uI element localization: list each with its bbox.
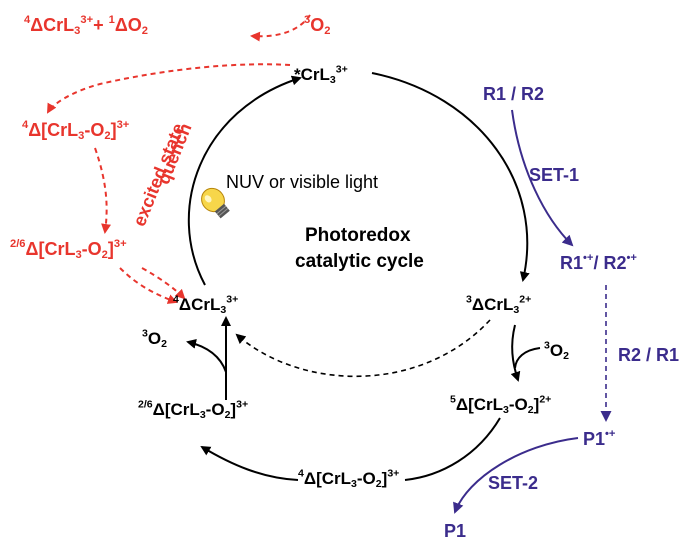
species-d4-adduct-bottom: 4Δ[CrL3-O2]3+ bbox=[298, 467, 400, 490]
species-p1: P1 bbox=[444, 521, 467, 541]
arrow-d5-to-d4-bottom bbox=[404, 417, 501, 481]
species-d26-adduct-left: 2/6Δ[CrL3-O2]3+ bbox=[138, 398, 249, 421]
arrow-excited-to-quench bbox=[47, 63, 291, 114]
species-d3-cr: 3ΔCrL32+ bbox=[466, 293, 532, 316]
arrow-d4-bottom-to-d26 bbox=[200, 445, 299, 481]
quench-o2-top: 3O2 bbox=[304, 13, 331, 38]
arrow-o2-to-singlet bbox=[250, 14, 311, 42]
arrow-d3-to-d5 bbox=[510, 324, 521, 382]
species-radicals: R1•+/ R2•+ bbox=[560, 251, 637, 273]
species-o2-left: 3O2 bbox=[142, 327, 167, 350]
quench-top-product: 4ΔCrL33++ 1ΔO2 bbox=[24, 13, 149, 38]
arrow-d26red-to-d4cr bbox=[141, 267, 186, 300]
quench-d26-adduct: 2/6Δ[CrL3-O2]3+ bbox=[10, 237, 127, 262]
arrow-d4cr-to-excited bbox=[187, 75, 302, 286]
arrow-d4red-to-d26red bbox=[94, 147, 112, 234]
arrow-o2-joins-d3 bbox=[514, 347, 541, 369]
arrow-set1 bbox=[511, 109, 574, 247]
species-o2-right: 3O2 bbox=[544, 339, 569, 362]
arrow-set2 bbox=[453, 437, 579, 514]
quench-d4-adduct: 4Δ[CrL3-O2]3+ bbox=[22, 118, 130, 143]
arrow-d26red-to-d4cr-2 bbox=[119, 267, 178, 304]
r2r1-label: R2 / R1 bbox=[618, 345, 680, 365]
species-d5-adduct: 5Δ[CrL3-O2]2+ bbox=[450, 393, 552, 416]
cycle-title-line1: Photoredox bbox=[305, 225, 411, 246]
species-r1r2: R1 / R2 bbox=[483, 84, 545, 104]
set1-label: SET-1 bbox=[529, 165, 580, 185]
light-label: NUV or visible light bbox=[226, 172, 379, 192]
arrow-excited-to-d3 bbox=[371, 72, 530, 282]
species-d4-cr: 4ΔCrL33+ bbox=[173, 293, 239, 316]
cycle-title-line2: catalytic cycle bbox=[295, 251, 424, 272]
arrow-release-o2-left bbox=[186, 338, 227, 373]
species-p1-radical: P1•+ bbox=[583, 427, 616, 449]
set2-label: SET-2 bbox=[488, 473, 539, 493]
arrow-d3-back-dashed bbox=[235, 319, 491, 378]
species-excited-cr: *CrL33+ bbox=[294, 63, 348, 86]
light-bulb-icon bbox=[201, 187, 230, 219]
